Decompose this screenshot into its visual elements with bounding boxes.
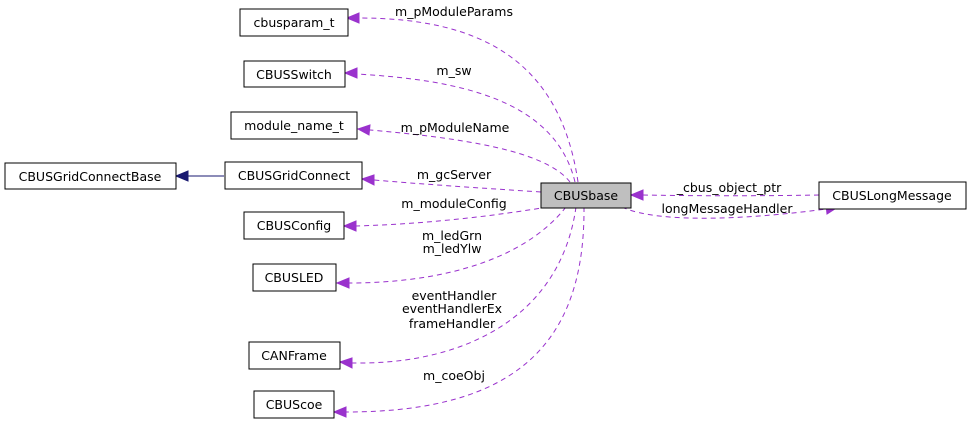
- edge-m-led: [348, 206, 567, 284]
- node-cbusparam-t[interactable]: cbusparam_t: [239, 8, 349, 37]
- edge-m-coeobj-arrowhead: [332, 406, 347, 418]
- node-cbuslongmessage-label: CBUSLongMessage: [832, 188, 952, 203]
- edge-m-pmoduleparams-arrowhead: [345, 12, 360, 24]
- edge-m-gcserver-arrowhead: [360, 174, 375, 186]
- label-eventhandler: eventHandler: [412, 288, 498, 303]
- node-cbusconfig-label: CBUSConfig: [257, 218, 332, 233]
- edge-handlers-arrowhead: [338, 357, 353, 369]
- edge-m-coeobj: [345, 206, 585, 413]
- label-m-ledylw: m_ledYlw: [423, 241, 482, 256]
- node-cbuscoe[interactable]: CBUScoe: [253, 390, 335, 419]
- node-canframe[interactable]: CANFrame: [248, 341, 341, 370]
- edge-m-sw-arrowhead: [343, 67, 358, 79]
- node-cbusgridconnect[interactable]: CBUSGridConnect: [224, 161, 363, 190]
- edge-inheritance-arrowhead: [174, 170, 189, 182]
- label-framehandler: frameHandler: [409, 316, 496, 331]
- edge-m-led-arrowhead: [335, 277, 350, 289]
- node-cbusled-label: CBUSLED: [265, 270, 324, 285]
- label-m-sw: m_sw: [436, 63, 471, 78]
- label-m-gcserver: m_gcServer: [417, 167, 492, 182]
- node-cbusconfig[interactable]: CBUSConfig: [243, 211, 345, 240]
- node-cbusgridconnect-label: CBUSGridConnect: [238, 168, 350, 183]
- node-cbuscoe-label: CBUScoe: [266, 397, 323, 412]
- edge-m-pmoduleparams: [358, 17, 579, 183]
- node-cbusswitch-label: CBUSSwitch: [256, 67, 332, 82]
- edge-longmessagehandler: [621, 206, 827, 219]
- label-longmessagehandler: longMessageHandler: [662, 201, 794, 216]
- edge-m-pmodulename-arrowhead: [356, 124, 371, 136]
- node-cbusgridconnectbase-label: CBUSGridConnectBase: [19, 169, 162, 184]
- node-module-name-t[interactable]: module_name_t: [230, 111, 358, 140]
- label-m-pmoduleparams: m_pModuleParams: [395, 4, 513, 19]
- node-canframe-label: CANFrame: [261, 348, 327, 363]
- node-cbusled[interactable]: CBUSLED: [252, 263, 337, 292]
- edge-cbus-object-ptr-arrowhead: [629, 189, 644, 201]
- node-cbusbase-label: CBUSbase: [554, 188, 618, 203]
- node-module-name-t-label: module_name_t: [244, 118, 344, 133]
- node-cbusparam-t-label: cbusparam_t: [254, 15, 335, 30]
- edge-m-pmodulename: [369, 129, 571, 183]
- node-cbusswitch[interactable]: CBUSSwitch: [243, 60, 346, 88]
- label-m-ledgrn: m_ledGrn: [422, 228, 482, 243]
- edge-cbus-object-ptr: [642, 194, 820, 197]
- label-cbus-object-ptr: _cbus_object_ptr: [676, 180, 782, 195]
- node-cbusgridconnectbase[interactable]: CBUSGridConnectBase: [4, 162, 177, 190]
- label-m-pmodulename: m_pModuleName: [401, 120, 510, 135]
- label-m-moduleconfig: m_moduleConfig: [401, 196, 506, 211]
- label-m-coeobj: m_coeObj: [423, 368, 485, 383]
- node-cbusbase[interactable]: CBUSbase: [540, 182, 632, 209]
- edge-handlers: [351, 206, 577, 364]
- edge-m-gcserver: [373, 179, 542, 193]
- node-cbuslongmessage[interactable]: CBUSLongMessage: [818, 181, 967, 210]
- edge-m-moduleconfig-arrowhead: [342, 220, 357, 232]
- label-eventhandlerex: eventHandlerEx: [402, 301, 502, 316]
- edge-m-sw: [356, 73, 576, 183]
